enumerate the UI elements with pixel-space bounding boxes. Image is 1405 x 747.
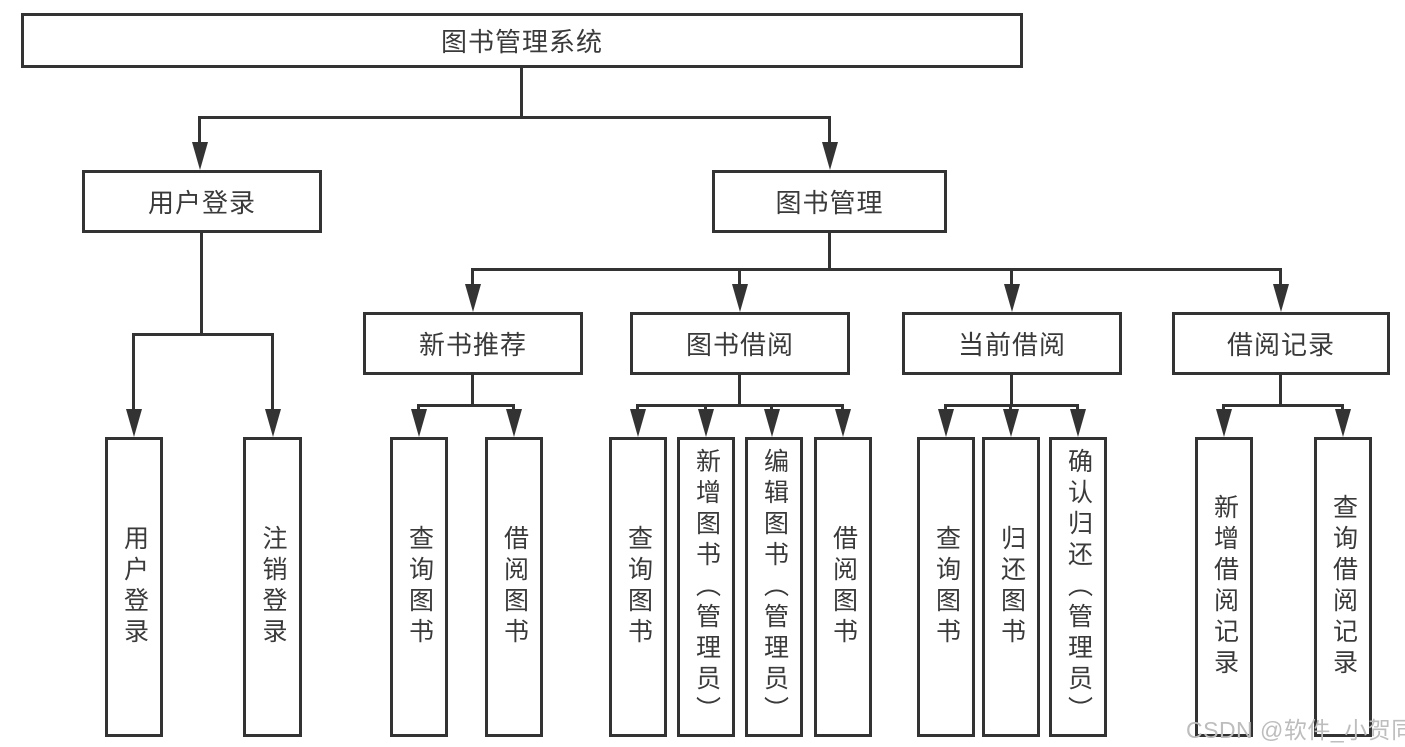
connector-line [636, 404, 844, 407]
node-library-system: 图书管理系统 [21, 13, 1023, 68]
node-new-book-recommend: 新书推荐 [363, 312, 583, 375]
connector-line [1341, 404, 1344, 412]
connector-line [417, 404, 515, 407]
arrowhead-down [822, 142, 838, 170]
arrowhead-down [698, 409, 714, 437]
leaf-user-login: 用户登录 [105, 437, 163, 737]
leaf-confirm-return-admin: 确认归还（管理员） [1049, 437, 1107, 737]
connector-line [520, 68, 523, 117]
connector-line [1009, 404, 1012, 412]
arrowhead-down [1003, 409, 1019, 437]
leaf-label: 借阅图书 [500, 525, 529, 649]
connector-line [132, 333, 274, 336]
node-user-login: 用户登录 [82, 170, 322, 233]
arrowhead-down [835, 409, 851, 437]
connector-line [200, 233, 203, 336]
arrowhead-down [1070, 409, 1086, 437]
connector-line [471, 268, 1282, 271]
node-borrow-records: 借阅记录 [1172, 312, 1390, 375]
node-label: 当前借阅 [957, 330, 1066, 360]
connector-line [417, 404, 420, 412]
arrowhead-down [465, 284, 481, 312]
leaf-add-book-admin: 新增图书（管理员） [677, 437, 735, 737]
leaf-label: 确认归还（管理员） [1064, 447, 1093, 727]
leaf-borrow-books: 借阅图书 [814, 437, 872, 737]
connector-line [271, 333, 274, 411]
node-label: 图书管理 [775, 188, 884, 218]
arrowhead-down [938, 409, 954, 437]
connector-line [636, 404, 639, 412]
leaf-query-borrow-record: 查询借阅记录 [1314, 437, 1372, 737]
arrowhead-down [764, 409, 780, 437]
arrowhead-down [1335, 409, 1351, 437]
connector-line [1010, 375, 1013, 406]
leaf-label: 新增借阅记录 [1210, 494, 1239, 680]
connector-line [828, 116, 831, 144]
leaf-query-books-borrow: 查询图书 [609, 437, 667, 737]
leaf-label: 编辑图书（管理员） [760, 447, 789, 727]
leaf-label: 注销登录 [259, 525, 287, 649]
leaf-label: 归还图书 [997, 525, 1026, 649]
arrowhead-down [1273, 284, 1289, 312]
arrowhead-down [506, 409, 522, 437]
connector-line [1222, 404, 1225, 412]
node-current-borrow: 当前借阅 [902, 312, 1122, 375]
arrowhead-down [1216, 409, 1232, 437]
leaf-edit-book-admin: 编辑图书（管理员） [745, 437, 803, 737]
connector-line [512, 404, 515, 412]
node-label: 新书推荐 [418, 330, 527, 360]
arrowhead-down [411, 409, 427, 437]
leaf-label: 查询图书 [624, 525, 653, 649]
csdn-watermark: CSDN @软件_小贺同学 [1186, 717, 1405, 743]
connector-line [738, 375, 741, 406]
leaf-label: 查询图书 [932, 525, 961, 649]
arrowhead-down [732, 284, 748, 312]
connector-line [132, 333, 135, 411]
connector-line [471, 268, 474, 286]
leaf-label: 用户登录 [120, 525, 149, 649]
leaf-label: 查询图书 [405, 525, 434, 649]
connector-line [770, 404, 773, 412]
leaf-borrow-books-recommend: 借阅图书 [485, 437, 543, 737]
connector-line [1279, 375, 1282, 406]
connector-line [944, 404, 947, 412]
connector-line [1279, 268, 1282, 286]
arrowhead-down [265, 409, 281, 437]
connector-line [738, 268, 741, 286]
connector-line [841, 404, 844, 412]
connector-line [198, 116, 831, 119]
leaf-logout: 注销登录 [243, 437, 302, 737]
node-label: 图书借阅 [685, 330, 794, 360]
node-label: 图书管理系统 [440, 27, 603, 57]
leaf-label: 查询借阅记录 [1329, 494, 1358, 680]
node-label: 借阅记录 [1226, 330, 1335, 360]
leaf-query-books-current: 查询图书 [917, 437, 975, 737]
arrowhead-down [126, 409, 142, 437]
connector-line [828, 233, 831, 271]
connector-line [1076, 404, 1079, 412]
connector-line [1010, 268, 1013, 286]
arrowhead-down [1004, 284, 1020, 312]
connector-line [704, 404, 707, 412]
connector-line [1222, 404, 1344, 407]
node-book-borrow: 图书借阅 [630, 312, 850, 375]
node-label: 用户登录 [147, 188, 256, 218]
leaf-label: 借阅图书 [829, 525, 858, 649]
leaf-add-borrow-record: 新增借阅记录 [1195, 437, 1253, 737]
arrowhead-down [192, 142, 208, 170]
arrowhead-down [630, 409, 646, 437]
node-book-management: 图书管理 [712, 170, 947, 233]
connector-line [471, 375, 474, 406]
leaf-query-books-recommend: 查询图书 [390, 437, 448, 737]
leaf-label: 新增图书（管理员） [692, 447, 721, 727]
leaf-return-book: 归还图书 [982, 437, 1040, 737]
connector-line [198, 116, 201, 144]
